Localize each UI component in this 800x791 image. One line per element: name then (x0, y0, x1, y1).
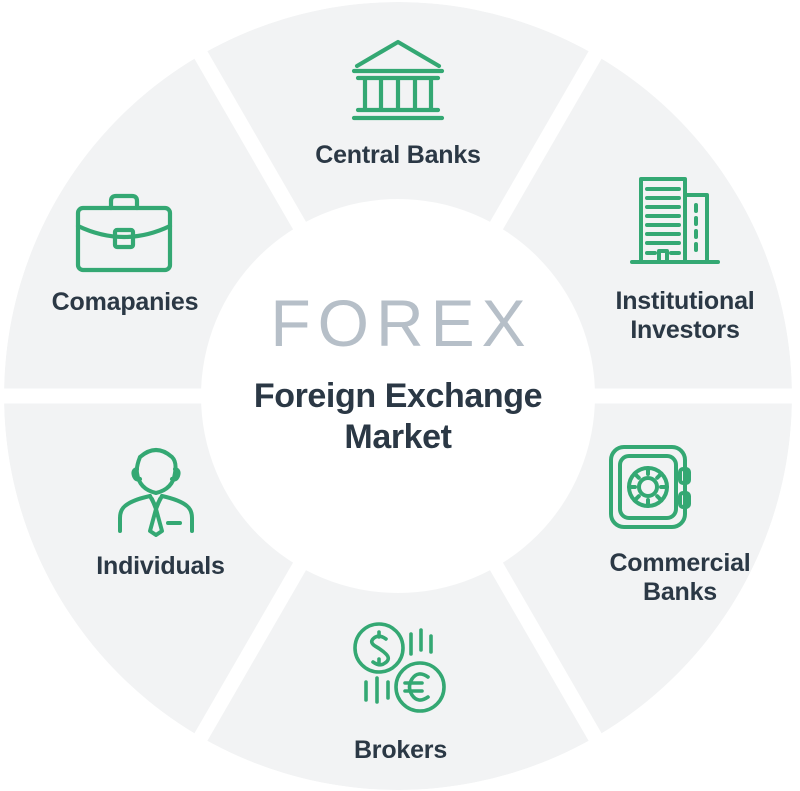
segment-label-companies: Comapanies (51, 288, 199, 316)
bank-building-icon (349, 38, 447, 126)
segment-label-brokers: Brokers (353, 736, 448, 764)
briefcase-icon (70, 190, 178, 278)
office-buildings-icon (627, 173, 723, 271)
segment-label-individuals: Individuals (96, 552, 225, 580)
segment-label-central-banks: Central Banks (315, 141, 481, 169)
segment-label-commercial-banks: Commercial Banks (609, 549, 751, 606)
person-in-suit-icon (110, 441, 202, 537)
segment-separators (0, 39, 800, 753)
currency-exchange-coins-icon (349, 620, 449, 716)
center-subtitle: Foreign Exchange Market (253, 377, 543, 457)
forex-wordmark: FOREX (270, 286, 533, 360)
segment-label-institutional-investors: Institutional Investors (615, 287, 755, 344)
center-content: FOREX Foreign Exchange Market (198, 290, 598, 459)
safe-vault-icon (605, 441, 697, 533)
